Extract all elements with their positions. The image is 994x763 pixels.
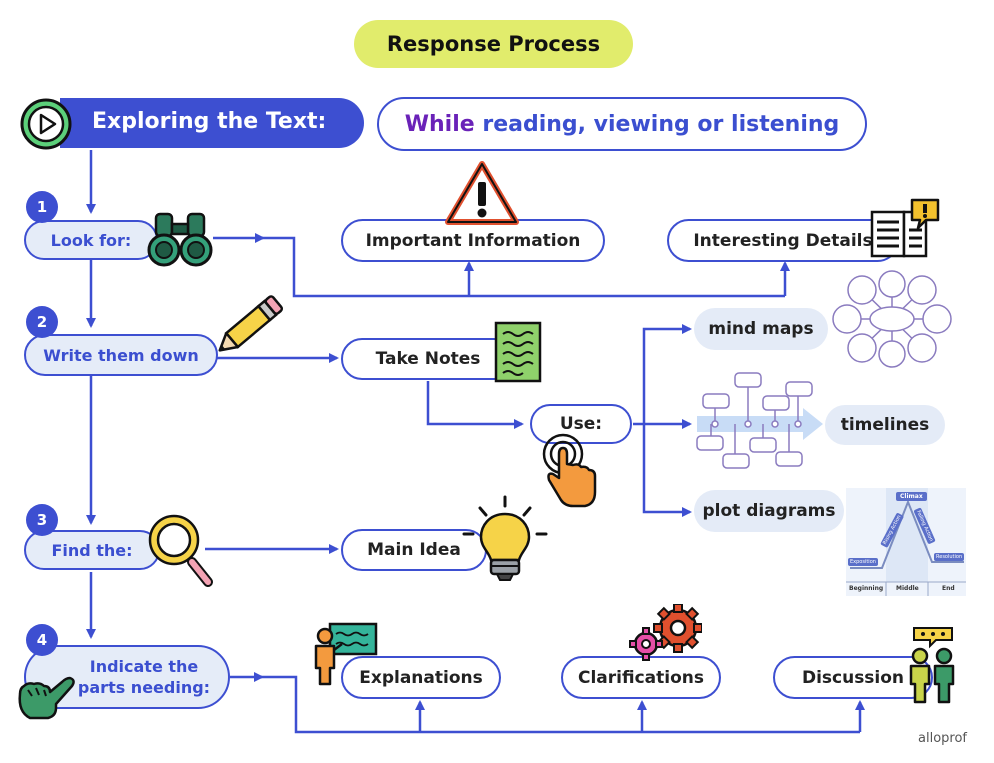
notes-icon (493, 320, 543, 388)
mind-maps-node: mind maps (694, 308, 828, 350)
to-mindmaps (642, 324, 692, 424)
pointing-hand-icon (14, 664, 76, 726)
notes-to-use (426, 381, 524, 429)
take-notes-node: Take Notes (341, 338, 515, 380)
important-information-node: Important Information (341, 219, 605, 262)
beginning-label: Beginning (849, 585, 884, 592)
step-1-label: Look for: (24, 220, 158, 260)
plot-diagram-thumbnail: Climax Exposition Rising Action Falling … (846, 488, 966, 596)
main-idea-node: Main Idea (341, 529, 487, 571)
brand-logo: alloprof (918, 731, 967, 746)
step-4-line-2: parts needing: (77, 678, 211, 697)
binoculars-icon (146, 206, 214, 274)
discussion-node: Discussion (773, 656, 933, 699)
timeline-diagram (693, 368, 828, 476)
discussion-people-icon (906, 626, 958, 708)
timelines-node: timelines (825, 405, 945, 445)
book-alert-icon (868, 198, 944, 264)
look-branch (260, 236, 785, 298)
mind-map-diagram (831, 270, 953, 372)
page-title: Response Process (354, 20, 633, 68)
step-4-badge: 4 (26, 624, 58, 656)
end-label: End (942, 585, 955, 592)
teacher-icon (312, 622, 380, 690)
middle-label: Middle (896, 585, 919, 592)
play-icon (20, 98, 72, 150)
climax-label: Climax (896, 492, 927, 501)
interesting-details-node: Interesting Details (667, 219, 899, 262)
step-2-label: Write them down (24, 334, 218, 376)
lightbulb-icon (458, 494, 552, 588)
pencil-icon (208, 292, 288, 368)
warning-icon (445, 160, 519, 230)
exposition-label: Exposition (848, 558, 878, 566)
while-banner: While reading, viewing or listening (377, 97, 867, 151)
explanations-node: Explanations (341, 656, 501, 699)
header-label: Exploring the Text: (92, 109, 327, 134)
indicate-branch (260, 675, 860, 734)
step-2-badge: 2 (26, 306, 58, 338)
step-3-badge: 3 (26, 504, 58, 536)
to-plot (642, 424, 692, 517)
use-node: Use: (530, 404, 632, 444)
gears-icon (628, 603, 703, 666)
plot-diagrams-node: plot diagrams (694, 490, 844, 532)
step-3-label: Find the: (24, 530, 160, 570)
step-4-line-1: Indicate the (89, 657, 199, 676)
clarifications-node: Clarifications (561, 656, 721, 699)
tap-icon (539, 432, 599, 512)
while-rest: reading, viewing or listening (482, 111, 840, 137)
while-word: While (404, 111, 475, 137)
magnifier-icon (146, 512, 214, 592)
step-1-badge: 1 (26, 191, 58, 223)
resolution-label: Resolution (934, 553, 965, 561)
header-bar (60, 98, 364, 148)
